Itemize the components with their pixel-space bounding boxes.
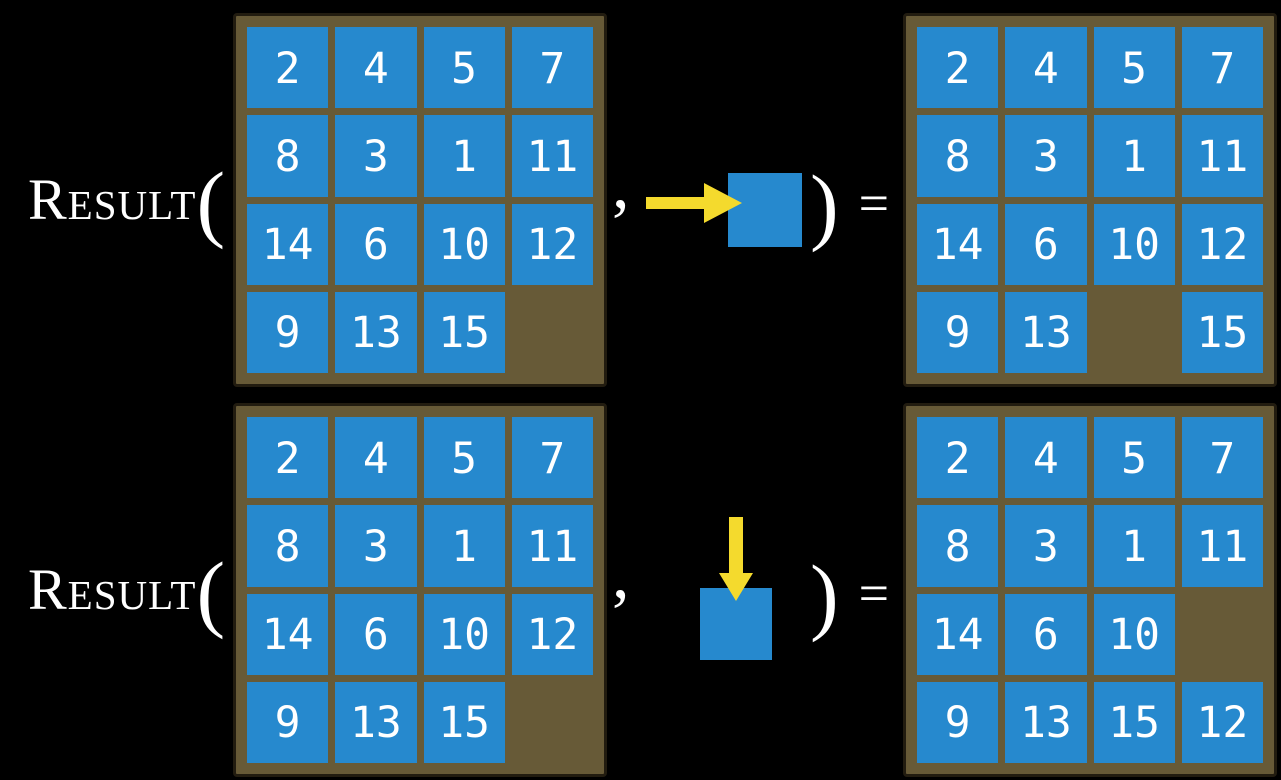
puzzle-tile: 11 (511, 115, 593, 197)
result-function-name: Result (28, 167, 197, 232)
puzzle-tile: 2 (247, 417, 329, 499)
puzzle-tile: 15 (1093, 681, 1175, 763)
move-down-arrow-icon (719, 517, 753, 601)
puzzle-tile: 3 (1005, 115, 1087, 197)
puzzle-tile: 14 (247, 593, 329, 675)
puzzle-tile: 15 (423, 291, 505, 373)
puzzle-tile: 1 (423, 115, 505, 197)
puzzle-tile: 3 (335, 115, 417, 197)
puzzle-tile: 15 (423, 681, 505, 763)
puzzle-tile: 5 (423, 27, 505, 109)
puzzle-tile: 2 (247, 27, 329, 109)
close-paren-equals: ) = (810, 552, 890, 638)
empty-cell (1182, 594, 1263, 675)
close-paren: ) (810, 157, 839, 253)
empty-cell (1094, 292, 1175, 373)
empty-cell (512, 682, 593, 763)
puzzle-tile: 9 (917, 681, 999, 763)
puzzle-tile: 11 (1181, 115, 1263, 197)
open-paren: ( (196, 544, 226, 640)
puzzle-tile: 1 (1093, 115, 1175, 197)
puzzle-tile: 12 (511, 203, 593, 285)
puzzle-tile: 4 (1005, 417, 1087, 499)
result-function-label: Result( (28, 145, 225, 255)
puzzle-tile: 7 (511, 27, 593, 109)
puzzle-tile: 11 (511, 505, 593, 587)
puzzle-tile: 3 (335, 505, 417, 587)
puzzle-tile: 14 (917, 593, 999, 675)
puzzle-tile: 2 (917, 27, 999, 109)
puzzle-tile: 1 (1093, 505, 1175, 587)
puzzle-tile: 10 (423, 593, 505, 675)
equals-sign: = (858, 563, 890, 623)
puzzle-tile: 13 (1005, 291, 1087, 373)
puzzle-tile: 10 (423, 203, 505, 285)
puzzle-tile: 8 (247, 505, 329, 587)
puzzle-tile: 14 (917, 203, 999, 285)
puzzle-tile: 9 (247, 681, 329, 763)
open-paren: ( (196, 154, 226, 250)
puzzle-tile: 4 (335, 27, 417, 109)
puzzle-tile: 12 (1181, 681, 1263, 763)
puzzle-tile: 9 (917, 291, 999, 373)
puzzle-tile: 7 (511, 417, 593, 499)
puzzle-tile: 12 (1181, 203, 1263, 285)
equals-sign: = (858, 173, 890, 233)
result-function-name: Result (28, 557, 197, 622)
puzzle-tile: 13 (335, 681, 417, 763)
puzzle-tile: 6 (335, 203, 417, 285)
puzzle-tile: 8 (247, 115, 329, 197)
puzzle-tile: 7 (1181, 417, 1263, 499)
puzzle-tile: 10 (1093, 203, 1175, 285)
puzzle-tile: 13 (1005, 681, 1087, 763)
puzzle-tile: 6 (1005, 203, 1087, 285)
close-paren-equals: ) = (810, 162, 890, 248)
puzzle-tile: 4 (1005, 27, 1087, 109)
close-paren: ) (810, 547, 839, 643)
puzzle-tile: 7 (1181, 27, 1263, 109)
puzzle-tile: 3 (1005, 505, 1087, 587)
puzzle-tile: 5 (1093, 27, 1175, 109)
puzzle-tile: 4 (335, 417, 417, 499)
comma-separator: , (612, 146, 630, 223)
puzzle-tile: 15 (1181, 291, 1263, 373)
puzzle-tile: 10 (1093, 593, 1175, 675)
puzzle-tile: 8 (917, 505, 999, 587)
empty-cell (512, 292, 593, 373)
comma-separator: , (612, 536, 630, 613)
result-function-label: Result( (28, 535, 225, 645)
puzzle-tile: 12 (511, 593, 593, 675)
action-tile-square (728, 173, 802, 247)
move-right-arrow-icon (646, 183, 742, 223)
puzzle-tile: 11 (1181, 505, 1263, 587)
puzzle-tile: 5 (423, 417, 505, 499)
puzzle-tile: 6 (335, 593, 417, 675)
puzzle-tile: 2 (917, 417, 999, 499)
puzzle-tile: 9 (247, 291, 329, 373)
puzzle-tile: 1 (423, 505, 505, 587)
puzzle-tile: 8 (917, 115, 999, 197)
puzzle-tile: 6 (1005, 593, 1087, 675)
puzzle-tile: 5 (1093, 417, 1175, 499)
puzzle-tile: 13 (335, 291, 417, 373)
puzzle-tile: 14 (247, 203, 329, 285)
